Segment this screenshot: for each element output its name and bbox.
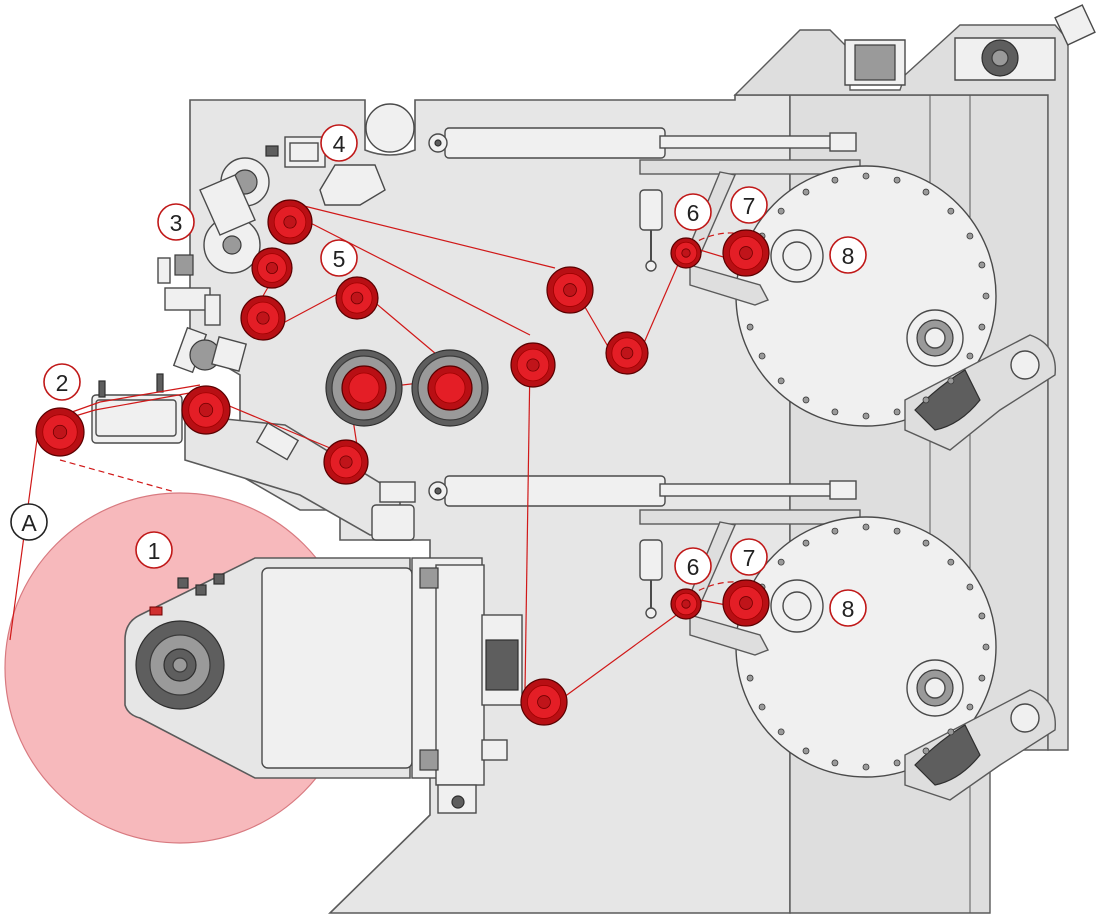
- bolt: [831, 408, 839, 416]
- bolt: [831, 527, 839, 535]
- label-4: 4: [320, 124, 358, 162]
- rider-arm-top: [639, 171, 769, 306]
- bolt: [862, 172, 870, 180]
- label-a: A: [10, 503, 48, 541]
- bolt: [978, 261, 986, 269]
- bolt: [978, 674, 986, 682]
- bolt: [947, 728, 955, 736]
- label-6-bottom: 6: [674, 547, 712, 585]
- svg-text:5: 5: [333, 246, 346, 272]
- bolt: [947, 207, 955, 215]
- rewind-plate-bottom: [735, 516, 1056, 801]
- rider-arm-bottom: [639, 521, 769, 656]
- spreader-roller-right: [411, 349, 489, 427]
- label-1: 1: [135, 531, 173, 569]
- spreader-roller-left: [325, 349, 403, 427]
- svg-text:8: 8: [842, 596, 855, 622]
- bolt: [758, 703, 766, 711]
- bolt: [802, 747, 810, 755]
- bolt: [893, 408, 901, 416]
- svg-text:8: 8: [842, 243, 855, 269]
- bolt: [862, 763, 870, 771]
- bolt: [966, 352, 974, 360]
- idler-roller: [251, 247, 293, 289]
- bolt: [982, 292, 990, 300]
- bottom-cylinder: [428, 475, 861, 525]
- bolt: [862, 523, 870, 531]
- idler-roller: [240, 295, 286, 341]
- svg-text:1: 1: [148, 538, 161, 564]
- svg-text:3: 3: [170, 210, 183, 236]
- bolt: [777, 728, 785, 736]
- bolt: [777, 558, 785, 566]
- idler-roller: [670, 588, 702, 620]
- bolt: [922, 539, 930, 547]
- bolt-ring-bottom: [742, 523, 990, 771]
- svg-text:7: 7: [743, 193, 756, 219]
- bolt: [831, 176, 839, 184]
- bolt: [893, 176, 901, 184]
- label-8-bottom: 8: [829, 589, 867, 627]
- svg-text:4: 4: [333, 131, 346, 157]
- bolt: [966, 232, 974, 240]
- bolt: [966, 583, 974, 591]
- bolt: [802, 188, 810, 196]
- bolt: [922, 747, 930, 755]
- bolt: [777, 207, 785, 215]
- svg-text:6: 6: [687, 554, 700, 580]
- label-8-top: 8: [829, 236, 867, 274]
- bolt: [831, 759, 839, 767]
- bolt: [978, 612, 986, 620]
- bolt: [746, 323, 754, 331]
- label-3: 3: [157, 203, 195, 241]
- idler-roller: [267, 199, 313, 245]
- bolt: [978, 323, 986, 331]
- bolt: [746, 674, 754, 682]
- label-7-top: 7: [730, 186, 768, 224]
- bolt: [947, 377, 955, 385]
- svg-text:A: A: [21, 510, 37, 536]
- bolt: [862, 412, 870, 420]
- idler-rollers: [35, 199, 770, 726]
- label-5: 5: [320, 239, 358, 277]
- svg-text:7: 7: [743, 545, 756, 571]
- unwind-arm: [124, 557, 523, 814]
- bolt: [893, 527, 901, 535]
- idler-roller: [181, 385, 231, 435]
- bolt: [758, 352, 766, 360]
- idler-roller: [520, 678, 568, 726]
- idler-roller: [605, 331, 649, 375]
- label-6-top: 6: [674, 193, 712, 231]
- idler-roller: [670, 237, 702, 269]
- bolt: [802, 539, 810, 547]
- label-2: 2: [43, 363, 81, 401]
- idler-roller: [510, 342, 556, 388]
- bolt: [922, 396, 930, 404]
- idler-roller: [35, 407, 85, 457]
- top-cylinder: [428, 127, 861, 175]
- idler-roller: [722, 579, 770, 627]
- rewind-plate-top: [735, 165, 1056, 451]
- idler-roller: [722, 229, 770, 277]
- bolt: [982, 643, 990, 651]
- bolt: [966, 703, 974, 711]
- bolt: [922, 188, 930, 196]
- label-7-bottom: 7: [730, 538, 768, 576]
- svg-text:2: 2: [56, 370, 69, 396]
- bolt: [777, 377, 785, 385]
- idler-roller: [546, 266, 594, 314]
- svg-text:6: 6: [687, 200, 700, 226]
- idler-roller: [323, 439, 369, 485]
- bolt: [802, 396, 810, 404]
- idler-roller: [335, 276, 379, 320]
- slitting-unit: [157, 136, 386, 374]
- bolt: [947, 558, 955, 566]
- bolt: [893, 759, 901, 767]
